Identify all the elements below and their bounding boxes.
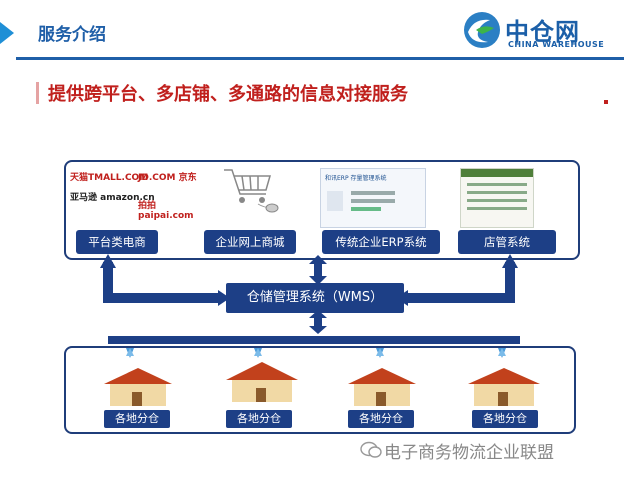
node-erp-system: 传统企业ERP系统 xyxy=(322,230,440,254)
warehouse-icon xyxy=(348,348,416,406)
slide-subtitle: 提供跨平台、多店铺、多通路的信息对接服务 xyxy=(48,84,408,105)
node-store-system: 店管系统 xyxy=(458,230,556,254)
shopping-cart-icon xyxy=(224,169,279,213)
erp-field xyxy=(351,207,381,211)
jd-logo: JD.COM 京东 xyxy=(138,173,197,183)
erp-lock-icon xyxy=(327,191,343,211)
watermark-text: 电子商务物流企业联盟 xyxy=(384,443,554,463)
arrow-down-lower xyxy=(309,326,327,334)
wms-node: 仓储管理系统（WMS） xyxy=(226,283,404,313)
warehouse-icon xyxy=(104,348,172,406)
logo-subtitle: CHINA WAREHOUSE xyxy=(508,40,605,49)
arrow-down-center xyxy=(309,276,327,285)
subtitle-right-marker xyxy=(604,100,608,104)
store-system-screenshot xyxy=(460,168,534,228)
arrow-up-center xyxy=(309,255,327,264)
erp-field xyxy=(351,199,395,203)
node-platform-ecommerce: 平台类电商 xyxy=(76,230,158,254)
store-system-row xyxy=(467,183,527,186)
warehouse-label: 各地分仓 xyxy=(472,410,538,428)
warehouse-label: 各地分仓 xyxy=(348,410,414,428)
amazon-logo: 亚马逊 amazon.cn xyxy=(70,193,155,203)
distribution-bar xyxy=(108,336,520,344)
arrow-up-lower xyxy=(309,310,327,318)
warehouse-icon xyxy=(226,348,298,402)
erp-screenshot: 和讯ERP 存量管理系统 xyxy=(320,168,426,228)
arrow-up-left xyxy=(100,254,116,268)
node-enterprise-mall: 企业网上商城 xyxy=(204,230,296,254)
tmall-logo: 天猫TMALL.COM xyxy=(70,173,149,183)
section-title: 服务介绍 xyxy=(38,25,106,45)
paipai-logo: 拍拍 paipai.com xyxy=(138,201,194,221)
subtitle-left-bar xyxy=(36,82,39,104)
store-system-bar xyxy=(461,169,533,177)
header-divider xyxy=(16,57,624,60)
platform-logos: 天猫TMALL.COM JD.COM 京东 亚马逊 amazon.cn 拍拍 p… xyxy=(70,170,200,222)
store-system-row xyxy=(467,207,527,210)
warehouse-label: 各地分仓 xyxy=(226,410,292,428)
china-warehouse-logo-icon xyxy=(464,12,500,48)
arrow-right-left xyxy=(218,290,230,306)
arrow-up-right xyxy=(502,254,518,268)
erp-screen-title: 和讯ERP 存量管理系统 xyxy=(325,175,387,182)
store-system-row xyxy=(467,191,527,194)
wechat-icon xyxy=(360,441,382,458)
header-tab-marker xyxy=(0,22,14,44)
logo-name: 中仓网 xyxy=(505,18,580,46)
store-system-row xyxy=(467,199,527,202)
erp-field xyxy=(351,191,395,195)
warehouse-label: 各地分仓 xyxy=(104,410,170,428)
warehouse-icon xyxy=(468,348,540,406)
